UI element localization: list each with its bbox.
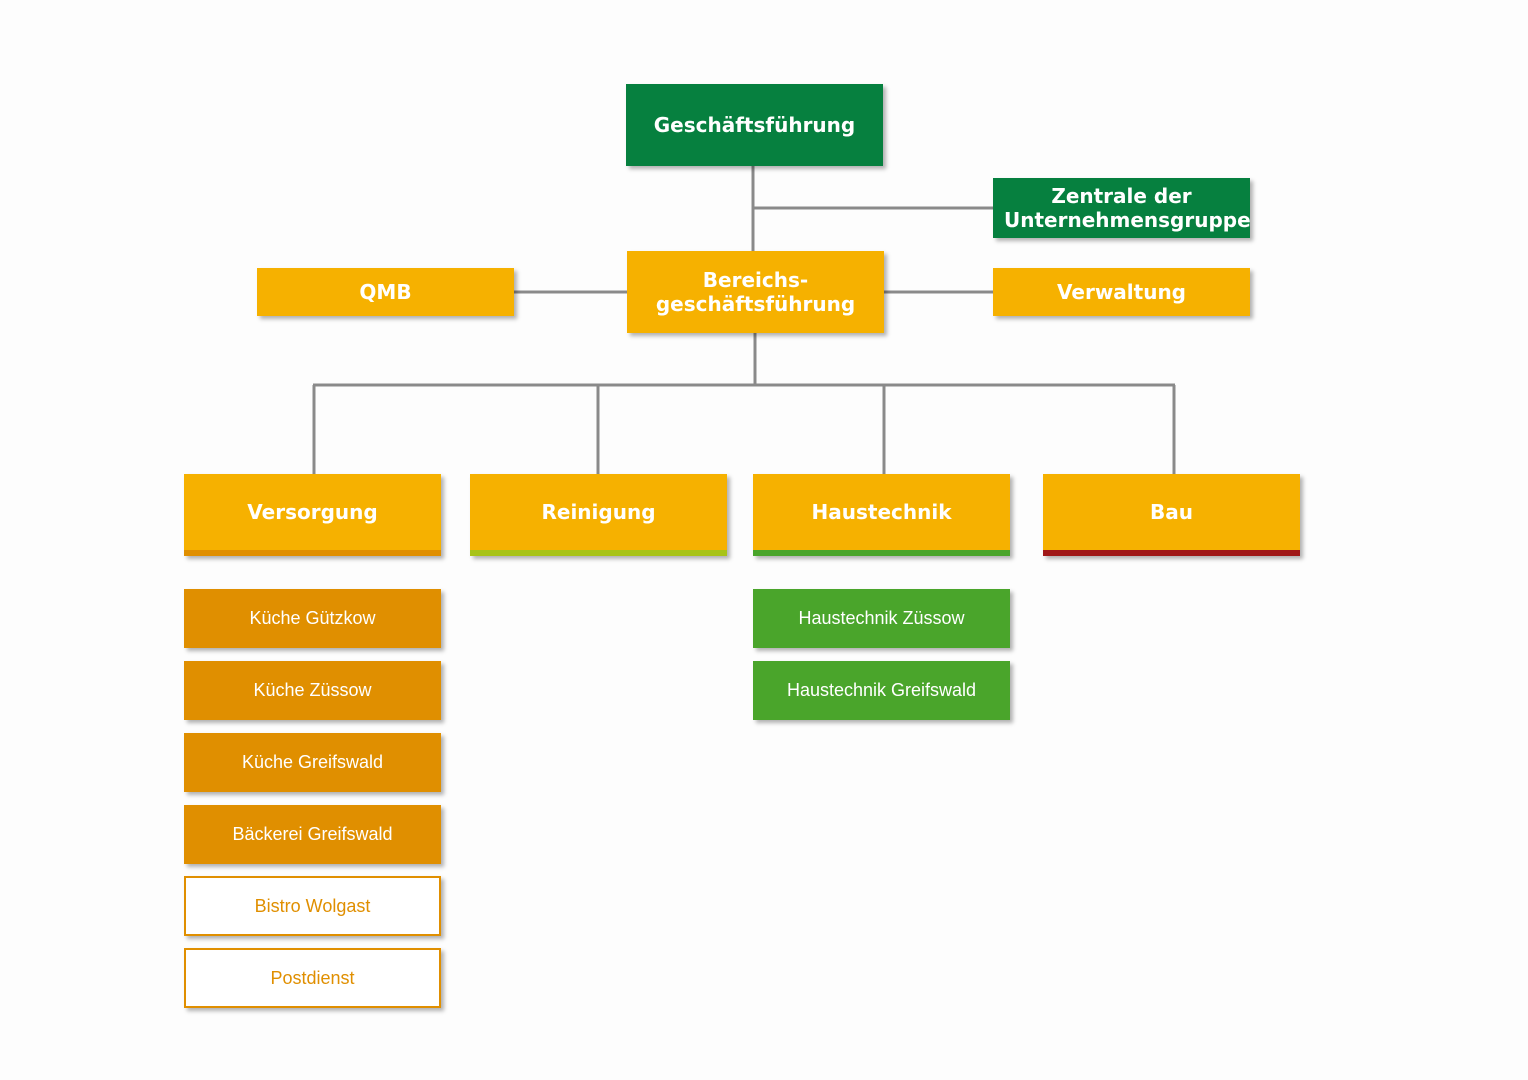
node-administration-label: Verwaltung [1057, 280, 1186, 304]
unit-haustechnik-zuessow: Haustechnik Züssow [753, 589, 1010, 648]
dept-bau-label: Bau [1150, 500, 1193, 524]
unit-bistro-wolgast: Bistro Wolgast [184, 876, 441, 936]
unit-kueche-guetzkow: Küche Gützkow [184, 589, 441, 648]
unit-kueche-zuessow-label: Küche Züssow [253, 680, 372, 700]
unit-bistro-wolgast-label: Bistro Wolgast [254, 895, 371, 916]
node-area-management-label: Bereichs- geschäftsführung [655, 268, 856, 316]
dept-bau-band [1043, 550, 1300, 556]
node-dept-reinigung: Reinigung [470, 474, 727, 556]
unit-baeckerei-greifswald: Bäckerei Greifswald [184, 805, 441, 864]
node-management-label: Geschäftsführung [653, 113, 856, 137]
dept-versorgung-label: Versorgung [247, 500, 378, 524]
unit-postdienst: Postdienst [184, 948, 441, 1008]
unit-kueche-greifswald: Küche Greifswald [184, 733, 441, 792]
dept-haustechnik-label: Haustechnik [811, 500, 952, 524]
unit-haustechnik-greifswald-label: Haustechnik Greifswald [786, 680, 977, 700]
dept-versorgung-band [184, 550, 441, 556]
unit-postdienst-label: Postdienst [270, 967, 355, 988]
node-central-office-label: Zentrale der Unternehmensgruppe [1004, 184, 1251, 232]
node-dept-versorgung: Versorgung [184, 474, 441, 556]
unit-baeckerei-greifswald-label: Bäckerei Greifswald [232, 824, 393, 844]
unit-haustechnik-greifswald: Haustechnik Greifswald [753, 661, 1010, 720]
dept-haustechnik-band [753, 550, 1010, 556]
unit-kueche-guetzkow-label: Küche Gützkow [249, 608, 376, 628]
dept-reinigung-band [470, 550, 727, 556]
unit-haustechnik-zuessow-label: Haustechnik Züssow [798, 608, 965, 628]
dept-reinigung-label: Reinigung [541, 500, 656, 524]
node-dept-bau: Bau [1043, 474, 1300, 556]
node-administration: Verwaltung [993, 268, 1250, 316]
unit-kueche-greifswald-label: Küche Greifswald [241, 752, 384, 772]
node-qmb: QMB [257, 268, 514, 316]
node-qmb-label: QMB [359, 280, 412, 304]
node-central-office: Zentrale der Unternehmensgruppe [993, 178, 1251, 238]
node-area-management: Bereichs- geschäftsführung [627, 251, 884, 333]
unit-kueche-zuessow: Küche Züssow [184, 661, 441, 720]
node-dept-haustechnik: Haustechnik [753, 474, 1010, 556]
node-management: Geschäftsführung [626, 84, 883, 166]
